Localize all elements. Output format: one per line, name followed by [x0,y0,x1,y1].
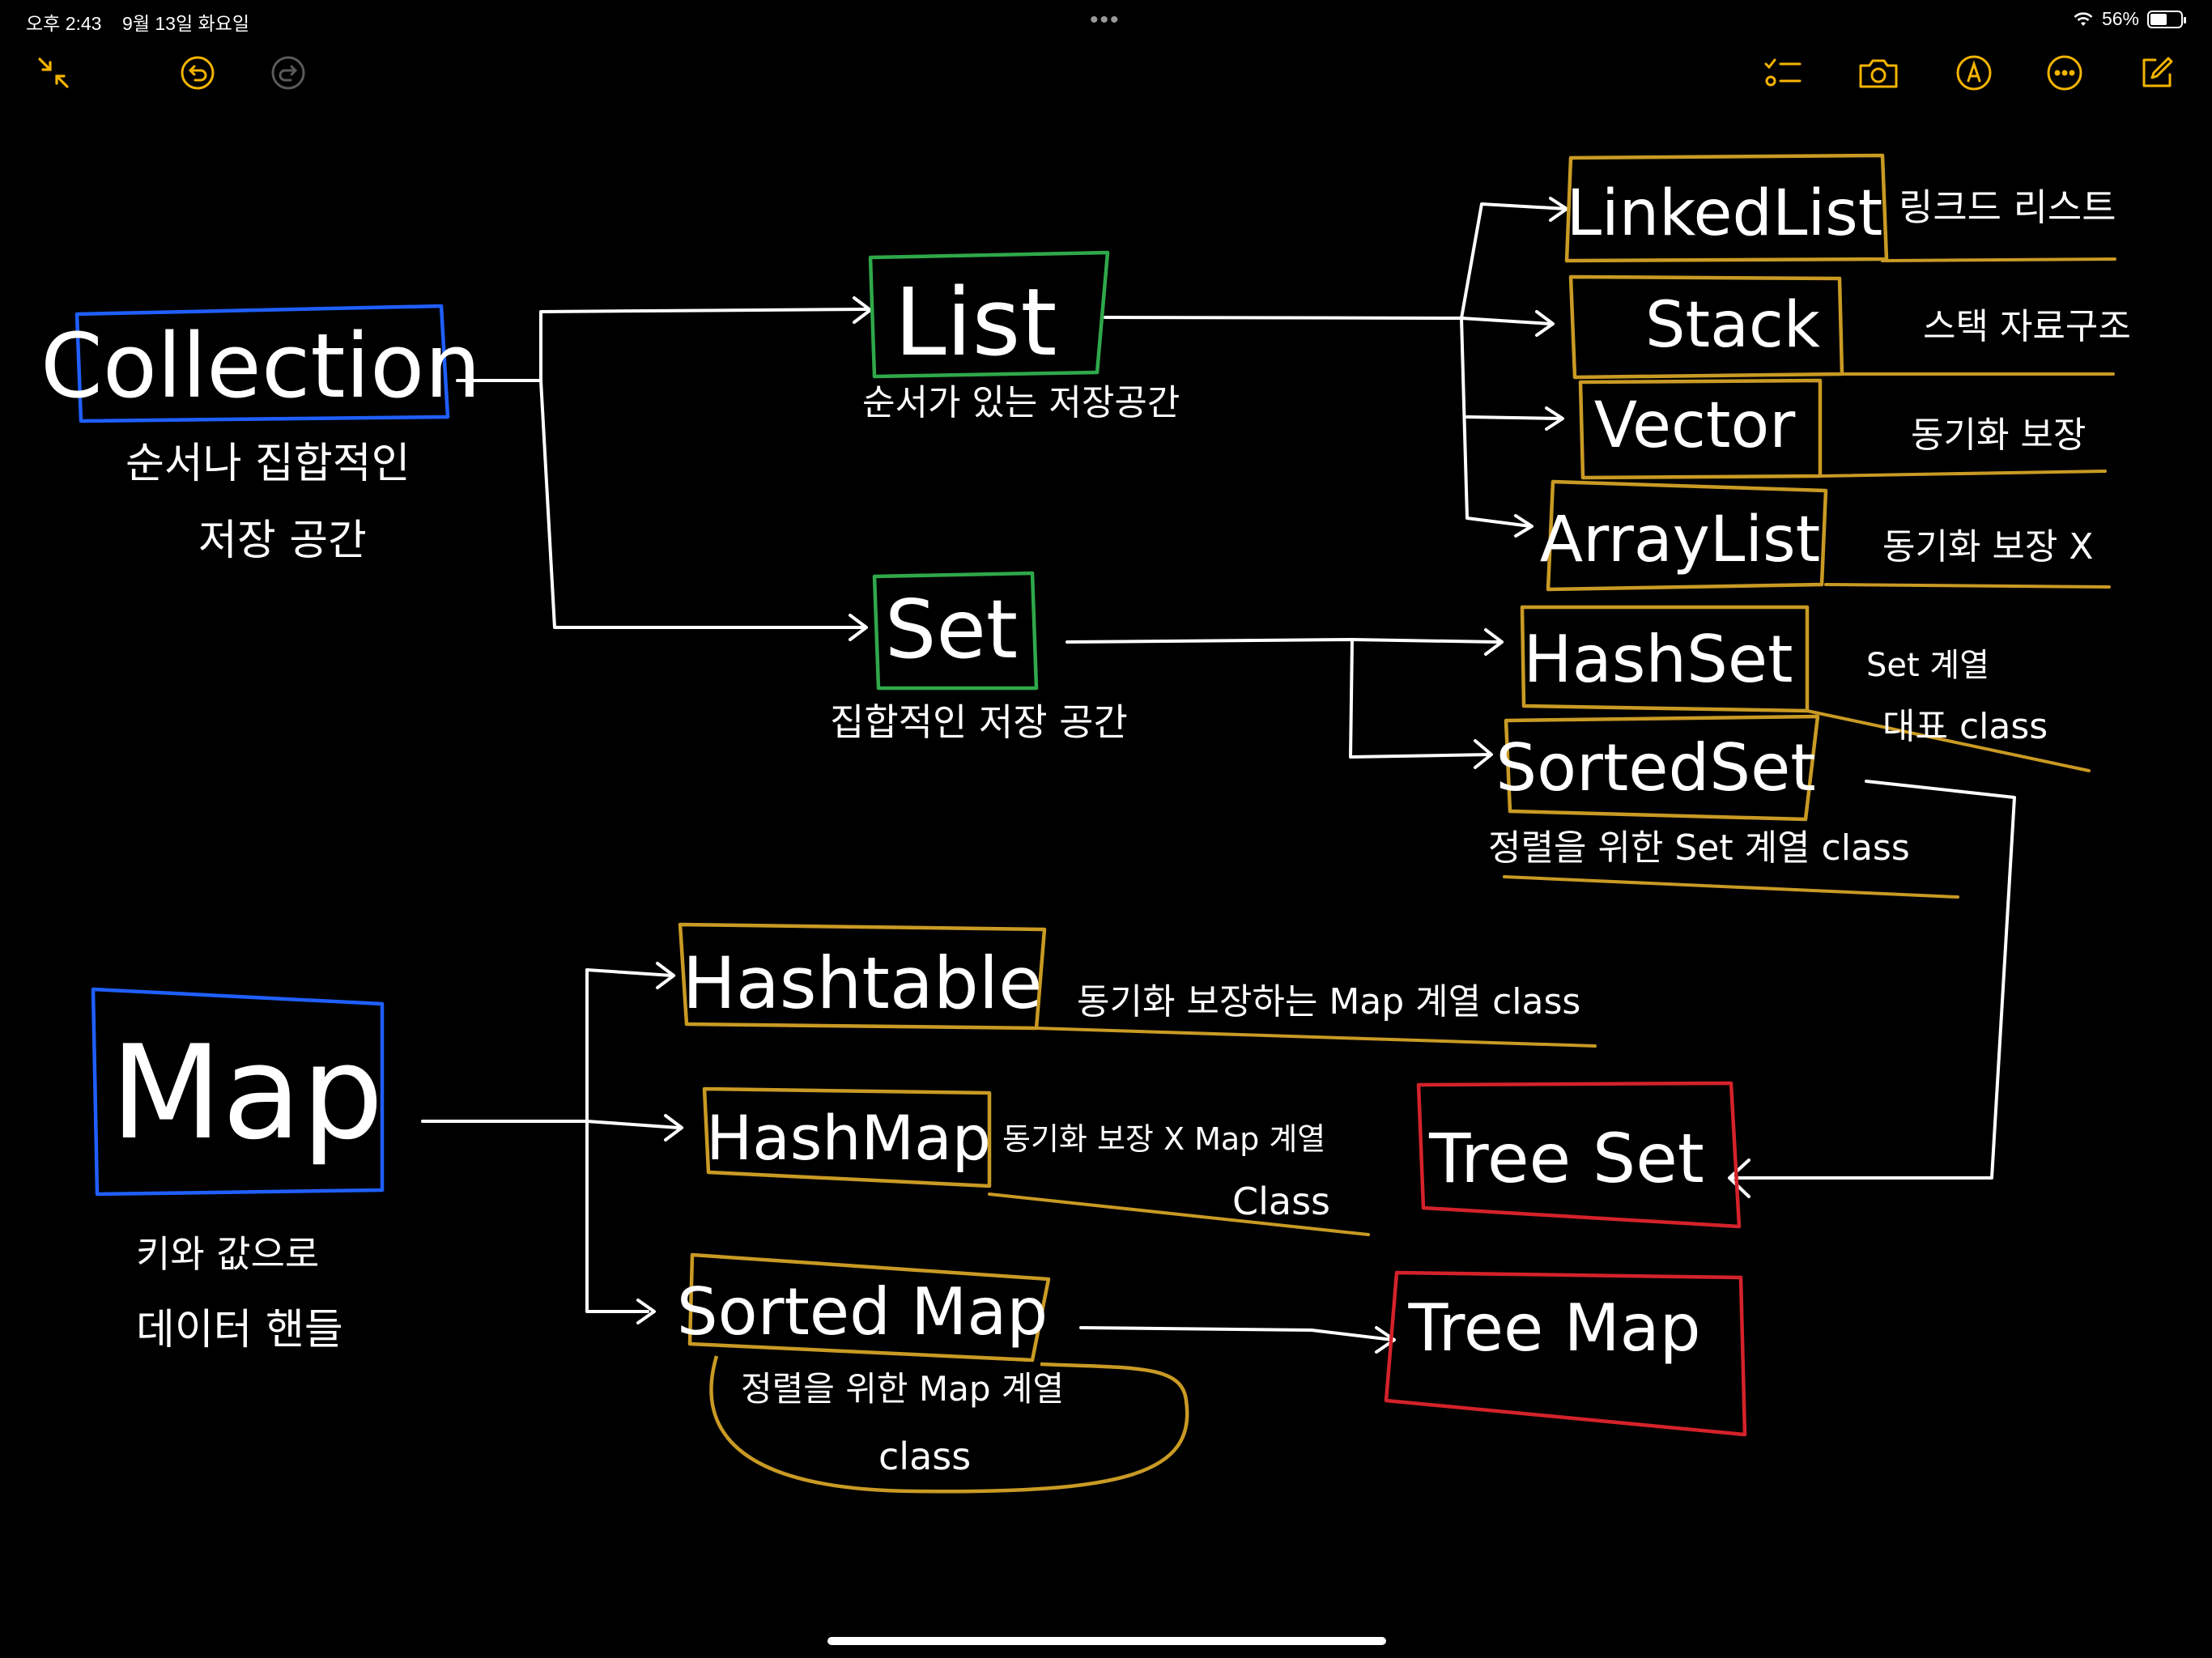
redo-icon [271,56,305,90]
undo-button[interactable] [173,49,222,97]
treeset-label: Tree Set [1428,1119,1704,1198]
collection-box [74,304,450,423]
handwritten-notes: 순서나 집합적인 저장 공간 순서가 있는 저장공간 집합적인 저장 공간 링크… [125,185,2131,1478]
notes-toolbar [0,49,2212,113]
list-note: 순서가 있는 저장공간 [862,382,1180,423]
markup-button[interactable] [1950,49,1998,97]
set-label: Set [885,582,1018,677]
node-boxes [74,153,1889,1494]
collection-note-1: 순서나 집합적인 [125,440,410,488]
note-underlines [988,257,2116,1236]
hashtable-label: Hashtable [683,942,1043,1025]
linkedlist-note: 링크드 리스트 [1899,185,2116,229]
compose-button[interactable] [2133,49,2181,97]
list-label: List [894,269,1057,377]
treemap-box [1384,1270,1747,1437]
collection-note-2: 저장 공간 [198,517,367,565]
treeset-box [1416,1081,1742,1229]
home-indicator[interactable] [827,1637,1386,1645]
hashmap-label: HashMap [706,1102,991,1174]
linkedlist-label: LinkedList [1567,177,1883,250]
multitasking-dots[interactable]: ••• [1090,6,1121,33]
hashtable-note: 동기화 보장하는 Map 계열 class [1077,981,1580,1022]
collapse-icon [38,57,69,88]
stack-note: 스택 자료구조 [1923,306,2131,347]
status-right: 56% [2073,8,2186,30]
status-time: 오후 2:43 [26,13,102,34]
collection-label: Collection [40,314,481,418]
set-box [872,571,1039,691]
map-label: Map [110,1017,384,1168]
map-note-1: 키와 값으로 [136,1232,319,1276]
set-note: 집합적인 저장 공간 [830,700,1128,744]
sortedmap-note-ellipse [709,1355,1189,1494]
checklist-button[interactable] [1759,49,1807,97]
battery-icon [2147,10,2186,28]
status-date: 9월 13일 화요일 [122,13,250,34]
sortedset-label: SortedSet [1495,730,1815,806]
sortedmap-note-1: 정렬을 위한 Map 계열 [741,1369,1064,1409]
sortedset-note: 정렬을 위한 Set 계열 class [1488,827,1910,869]
undo-icon [181,56,215,90]
sortedset-box [1504,714,1820,822]
redo-button[interactable] [264,49,313,97]
hashset-note-2: 대표 class [1882,706,2048,747]
node-labels: Collection List Set LinkedList Stack Vec… [40,177,1882,1366]
vector-note: 동기화 보장 [1911,414,2086,456]
hashset-note-1: Set 계열 [1866,647,1989,684]
compose-icon [2142,57,2173,87]
list-box [868,250,1110,379]
treemap-label: Tree Map [1408,1290,1701,1366]
map-note-2: 데이터 핸들 [136,1306,343,1354]
status-bar: 오후 2:43 9월 13일 화요일 ••• 56% [0,0,2212,40]
arraylist-box [1546,479,1828,592]
wifi-icon [2074,11,2093,26]
camera-icon [1859,59,1898,88]
stack-label: Stack [1645,289,1820,362]
battery-percent: 56% [2101,8,2139,29]
hashset-label: HashSet [1524,622,1793,697]
arraylist-label: ArrayList [1540,504,1820,576]
camera-button[interactable] [1854,49,1903,97]
sortedmap-note-2: class [878,1435,971,1478]
more-icon [2047,55,2082,91]
more-button[interactable] [2040,49,2089,97]
hashmap-box [702,1086,992,1188]
markup-pen-icon [1956,55,1992,91]
map-box [91,987,385,1197]
connector-lines [421,197,2016,1354]
sortedmap-label: Sorted Map [677,1274,1048,1350]
checklist-icon [1764,58,1802,87]
status-left: 오후 2:43 9월 13일 화요일 [26,8,249,36]
hashmap-note-2: Class [1232,1180,1330,1223]
sortedmap-box [687,1252,1051,1363]
vector-label: Vector [1594,389,1796,462]
hashmap-note-1: 동기화 보장 X Map 계열 [1002,1121,1325,1157]
arraylist-note: 동기화 보장 X [1882,526,2094,568]
collapse-button[interactable] [29,49,78,97]
